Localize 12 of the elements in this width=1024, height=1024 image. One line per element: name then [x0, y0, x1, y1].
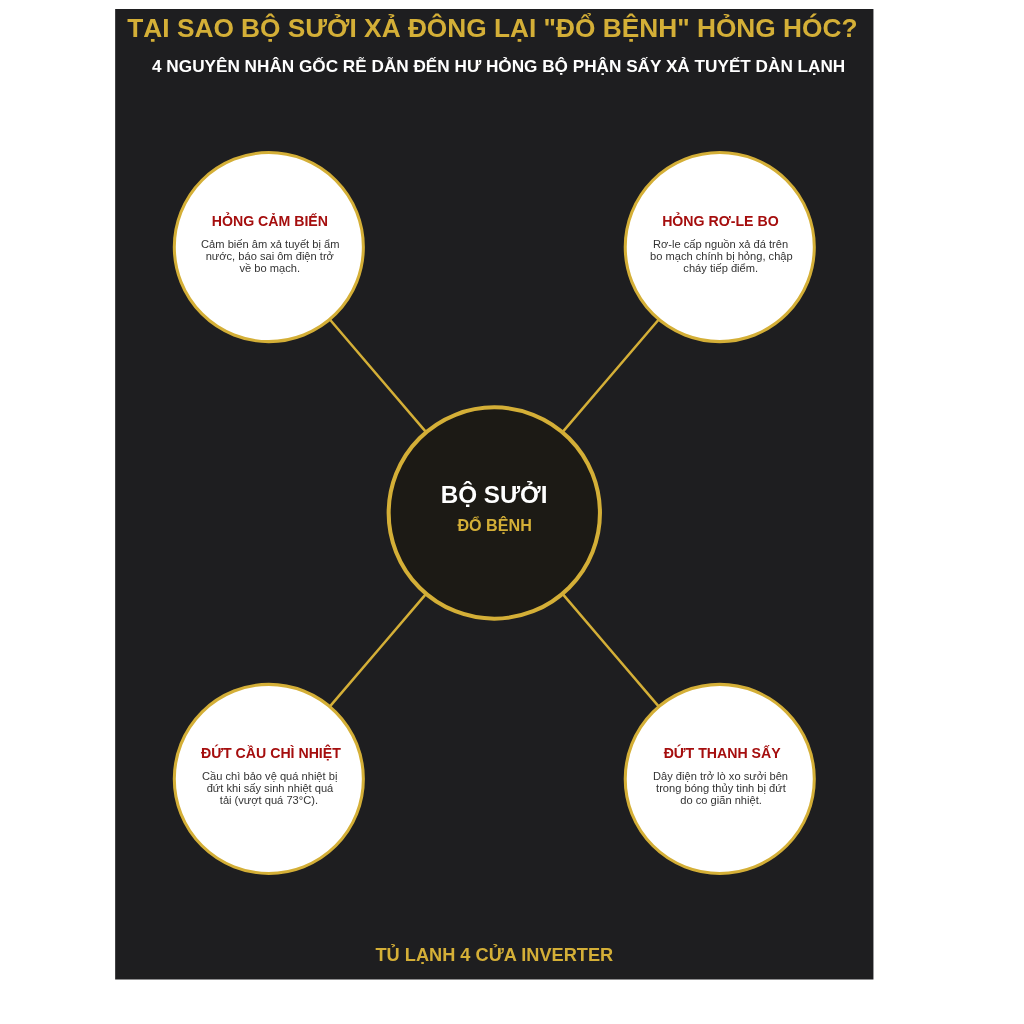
label: 4 NGUYÊN NHÂN GỐC RỄ DẪN ĐẾN HƯ HỎNG BỘ PHẬN SẤY XẢ TUYẾT DÀN LẠNH [151, 55, 845, 76]
label: TỦ LẠNH 4 CỬA INVERTER [375, 944, 613, 965]
connector [328, 592, 427, 707]
node-circle: BỘ SƯỞI ĐỔ BỆNH [386, 404, 602, 621]
connector [561, 318, 660, 433]
node-circle: ĐỨT THANH SẤY Dây điện trở lò xo sưởi bên trong bóng thủy tinh bị đứt do co giãn nhiệt. [623, 682, 816, 875]
diagram-title: TẠI SAO BỘ SƯỞI XẢ ĐÔNG LẠI "ĐỔ BỆNH" HỎNG HÓC? [126, 12, 857, 43]
node-circle: HỎNG CẢM BIẾN Cảm biến âm xả tuyết bị ẩm nước, báo sai ôm điện trở về bo mạch. [172, 150, 365, 343]
node-circle: HỎNG RƠ-LE BO Rơ-le cấp nguồn xả đá trên bo mạch chính bị hỏng, chập cháy tiếp điểm. [623, 150, 816, 343]
connector [561, 592, 660, 707]
connector [328, 318, 427, 433]
node-circle: ĐỨT CẦU CHÌ NHIỆT Cầu chì bảo vệ quá nhiệt bị đứt khi sấy sinh nhiệt quá tải (vượt quá 73°C). [172, 682, 365, 875]
